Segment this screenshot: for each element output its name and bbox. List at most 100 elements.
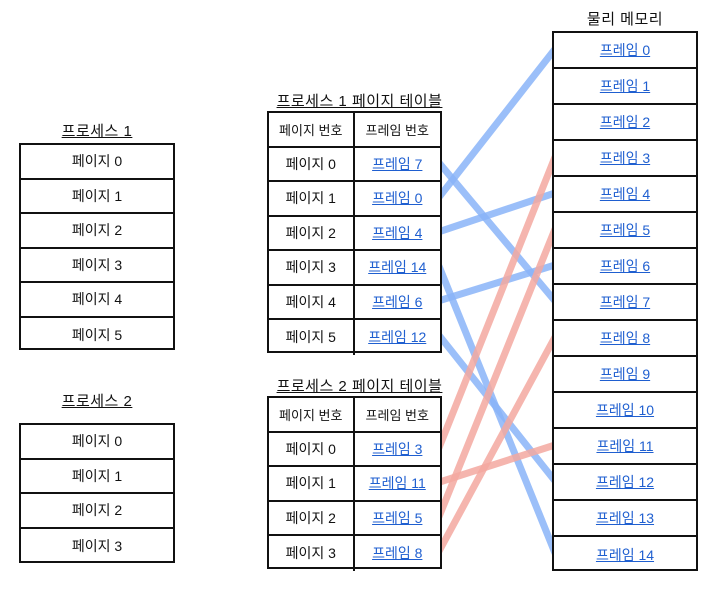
table-row: 프레임 0 bbox=[554, 33, 696, 69]
process1-title: 프로세스 1 bbox=[61, 123, 133, 140]
process1-page-list: 페이지 0 페이지 1 페이지 2 페이지 3 페이지 4 페이지 5 bbox=[19, 143, 175, 350]
list-item: 페이지 1 bbox=[21, 180, 173, 214]
page-table1-row0-frame: 프레임 7 bbox=[372, 155, 423, 172]
memory-frame-13: 프레임 13 bbox=[595, 510, 655, 526]
mapping-line bbox=[435, 331, 559, 485]
table-row: 프레임 12 bbox=[554, 465, 696, 501]
page-table1-row5-page: 페이지 5 bbox=[269, 320, 355, 355]
page-table1-row4-page: 페이지 4 bbox=[269, 285, 355, 318]
page-table2-row1-frame: 프레임 11 bbox=[368, 475, 426, 492]
process2-page-3: 페이지 3 bbox=[71, 537, 123, 554]
list-item: 페이지 3 bbox=[21, 529, 173, 564]
list-item: 페이지 3 bbox=[21, 249, 173, 283]
list-item: 페이지 5 bbox=[21, 318, 173, 353]
page-table2-row3-page: 페이지 3 bbox=[269, 536, 355, 571]
page-table1-row0-page: 페이지 0 bbox=[269, 147, 355, 180]
page-table1-title: 프로세스 1 페이지 테이블 bbox=[276, 93, 443, 110]
mapping-line bbox=[435, 153, 559, 452]
page-table1-header-frame: 프레임 번호 bbox=[365, 122, 429, 138]
page-table2-title: 프로세스 2 페이지 테이블 bbox=[276, 378, 443, 395]
list-item: 페이지 1 bbox=[21, 460, 173, 494]
mapping-line bbox=[435, 441, 559, 486]
table-row: 페이지 2 프레임 4 bbox=[269, 216, 440, 251]
table-row: 프레임 6 bbox=[554, 249, 696, 285]
table-row: 프레임 10 bbox=[554, 393, 696, 429]
mapping-line bbox=[435, 261, 559, 305]
table-row: 프레임 1 bbox=[554, 69, 696, 105]
page-table2-row2-page: 페이지 2 bbox=[269, 501, 355, 534]
page-table1-row2-frame: 프레임 4 bbox=[372, 224, 423, 241]
table-row: 프레임 8 bbox=[554, 321, 696, 357]
memory-frame-11: 프레임 11 bbox=[596, 438, 654, 454]
table-row: 페이지 0 프레임 7 bbox=[269, 147, 440, 182]
page-table2-header-frame: 프레임 번호 bbox=[365, 407, 429, 423]
page-table2-header-page: 페이지 번호 bbox=[269, 398, 355, 431]
table-row: 페이지 4 프레임 6 bbox=[269, 285, 440, 320]
table-row: 페이지 5 프레임 12 bbox=[269, 320, 440, 355]
memory-frame-2: 프레임 2 bbox=[599, 114, 651, 130]
page-table1-row2-page: 페이지 2 bbox=[269, 216, 355, 249]
process1-page-0: 페이지 0 bbox=[71, 153, 123, 170]
table-row: 페이지 2 프레임 5 bbox=[269, 501, 440, 536]
mapping-line bbox=[435, 45, 559, 201]
memory-frame-7: 프레임 7 bbox=[599, 294, 651, 310]
table-row: 프레임 9 bbox=[554, 357, 696, 393]
table-row: 프레임 4 bbox=[554, 177, 696, 213]
memory-frame-4: 프레임 4 bbox=[599, 186, 651, 202]
list-item: 페이지 2 bbox=[21, 494, 173, 529]
page-table2-row2-frame: 프레임 5 bbox=[372, 509, 423, 526]
process2-title: 프로세스 2 bbox=[61, 393, 133, 410]
table-row: 페이지 3 프레임 8 bbox=[269, 536, 440, 571]
process1-page-2: 페이지 2 bbox=[71, 222, 123, 239]
list-item: 페이지 0 bbox=[21, 145, 173, 180]
memory-frame-8: 프레임 8 bbox=[599, 330, 651, 346]
memory-frame-0: 프레임 0 bbox=[599, 42, 651, 58]
table-row: 프레임 7 bbox=[554, 285, 696, 321]
table-row: 프레임 13 bbox=[554, 501, 696, 537]
list-item: 페이지 0 bbox=[21, 425, 173, 460]
page-table2-row1-page: 페이지 1 bbox=[269, 467, 355, 500]
table-row: 프레임 2 bbox=[554, 105, 696, 141]
list-item: 페이지 4 bbox=[21, 283, 173, 318]
page-table1-row1-page: 페이지 1 bbox=[269, 182, 355, 215]
page-table2-row0-page: 페이지 0 bbox=[269, 432, 355, 465]
mapping-line bbox=[435, 225, 559, 521]
memory-frame-3: 프레임 3 bbox=[599, 150, 651, 166]
mapping-line bbox=[435, 262, 559, 557]
page-table2-row3-frame: 프레임 8 bbox=[372, 545, 423, 562]
table-header-row: 페이지 번호 프레임 번호 bbox=[269, 398, 440, 433]
memory-frame-6: 프레임 6 bbox=[599, 258, 651, 274]
process1-page-4: 페이지 4 bbox=[71, 291, 123, 308]
table-row: 프레임 14 bbox=[554, 537, 696, 573]
physical-memory-title: 물리 메모리 bbox=[586, 11, 664, 28]
table-row: 페이지 3 프레임 14 bbox=[269, 251, 440, 286]
page-table1-row1-frame: 프레임 0 bbox=[372, 190, 423, 207]
mapping-line bbox=[435, 159, 559, 305]
memory-frame-12: 프레임 12 bbox=[595, 474, 655, 490]
page-table1-row3-frame: 프레임 14 bbox=[368, 259, 427, 276]
page-table2: 페이지 번호 프레임 번호 페이지 0 프레임 3 페이지 1 프레임 11 페… bbox=[267, 396, 442, 571]
process2-page-0: 페이지 0 bbox=[71, 433, 123, 450]
process2-page-2: 페이지 2 bbox=[71, 502, 123, 519]
table-row: 페이지 1 프레임 11 bbox=[269, 467, 440, 502]
process2-page-1: 페이지 1 bbox=[71, 467, 123, 484]
process1-page-5: 페이지 5 bbox=[71, 326, 123, 343]
process2-page-list: 페이지 0 페이지 1 페이지 2 페이지 3 bbox=[19, 423, 175, 563]
table-row: 프레임 11 bbox=[554, 429, 696, 465]
page-table1-header-page: 페이지 번호 bbox=[269, 113, 355, 146]
memory-frame-10: 프레임 10 bbox=[595, 402, 655, 418]
physical-memory-table: 프레임 0 프레임 1 프레임 2 프레임 3 프레임 4 프레임 5 프레임 … bbox=[552, 31, 698, 571]
page-table1: 페이지 번호 프레임 번호 페이지 0 프레임 7 페이지 1 프레임 0 페이… bbox=[267, 111, 442, 355]
memory-frame-1: 프레임 1 bbox=[599, 78, 651, 94]
table-row: 페이지 0 프레임 3 bbox=[269, 432, 440, 467]
memory-frame-9: 프레임 9 bbox=[599, 366, 651, 382]
mapping-line bbox=[435, 333, 559, 555]
page-table1-row5-frame: 프레임 12 bbox=[368, 329, 427, 346]
table-row: 프레임 5 bbox=[554, 213, 696, 249]
page-table1-row3-page: 페이지 3 bbox=[269, 251, 355, 284]
mapping-line bbox=[435, 189, 559, 236]
list-item: 페이지 2 bbox=[21, 214, 173, 249]
page-table2-row0-frame: 프레임 3 bbox=[372, 440, 423, 457]
table-row: 페이지 1 프레임 0 bbox=[269, 182, 440, 217]
